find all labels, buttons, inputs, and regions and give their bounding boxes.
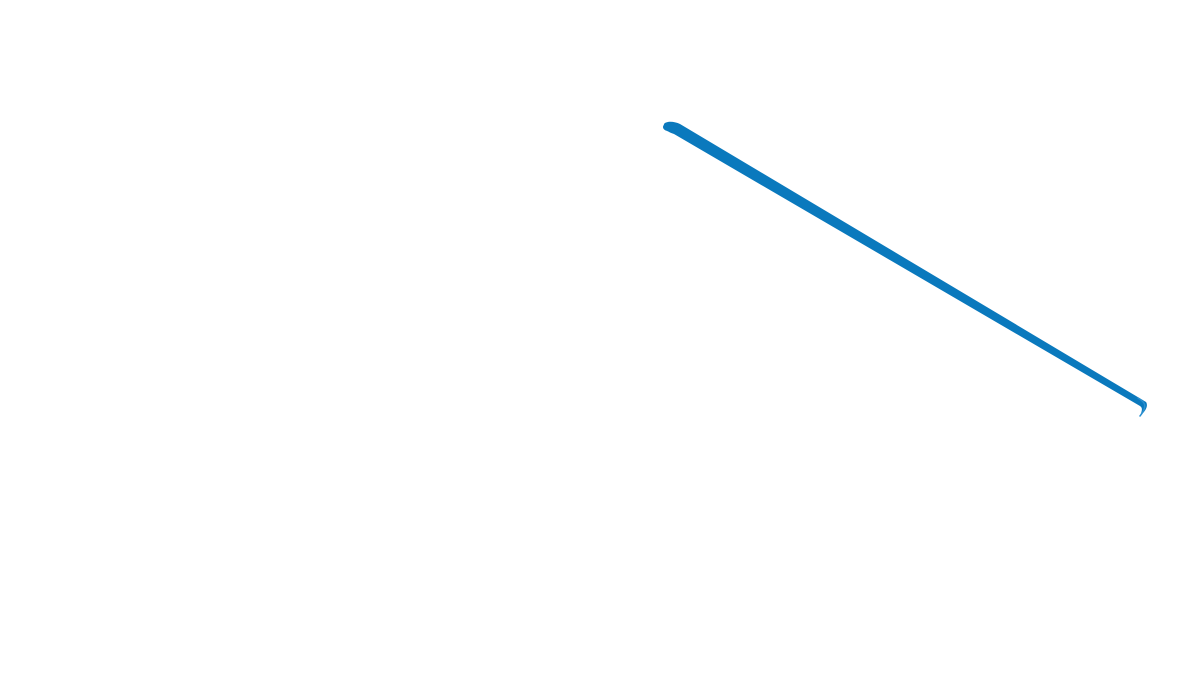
brush-stroke-start bbox=[663, 122, 677, 132]
brush-stroke-body bbox=[663, 121, 1147, 416]
brush-stroke[interactable] bbox=[663, 121, 1147, 417]
brush-stroke-tail bbox=[1137, 397, 1146, 417]
